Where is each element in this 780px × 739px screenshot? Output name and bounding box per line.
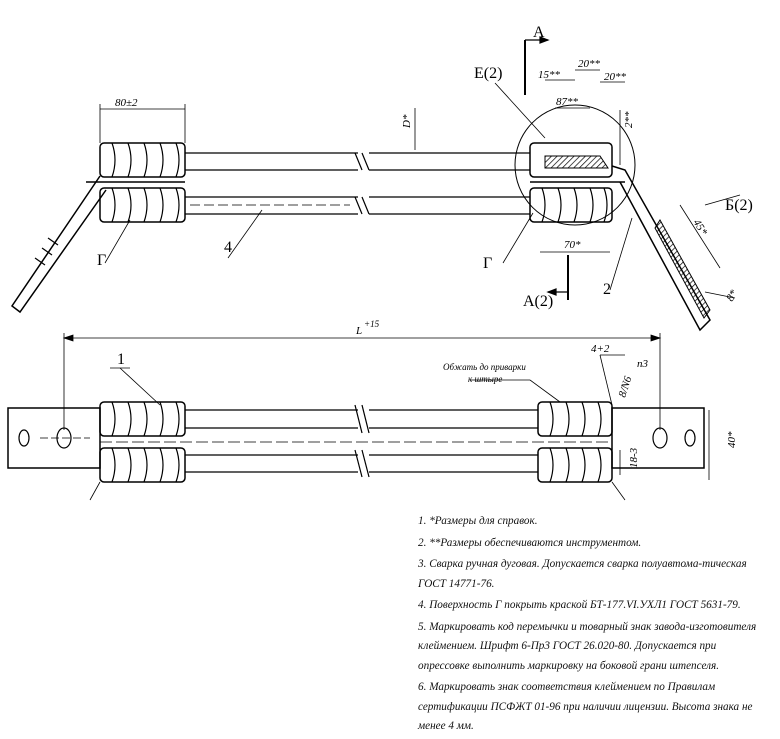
detail-e-label: E(2) [474, 65, 502, 82]
note-6: 6. Маркировать знак соответствия клеймен… [418, 681, 753, 732]
position-1-label: 1 [117, 351, 125, 368]
position-2-label: 2 [603, 281, 611, 298]
dim-weld: 8/N6 [616, 374, 634, 399]
dim-8: 8* [724, 288, 740, 304]
dim-40: 40* [726, 431, 738, 448]
dim-45: 45* [690, 217, 709, 238]
surface-g-label-left: Г [97, 252, 106, 269]
top-view [10, 36, 741, 332]
dim-15: 15** [538, 69, 561, 81]
dim-l-tolerance: +15 [364, 319, 380, 329]
note-4: 4. Поверхность Г покрыть краской БТ-177.… [418, 599, 741, 611]
dim-70: 70* [564, 239, 581, 251]
dim-2: 2** [623, 111, 635, 128]
technical-notes: 1. *Размеры для справок. 2. **Размеры об… [418, 512, 768, 739]
dim-20b: 20** [604, 71, 627, 83]
bottom-crimp-sleeves [89, 401, 626, 501]
view-b-label: Б(2) [725, 197, 753, 214]
left-tail [10, 175, 107, 314]
dim-l: L [355, 325, 362, 337]
surface-g-label-right: Г [483, 255, 492, 272]
section-a-line [524, 36, 569, 300]
left-terminal-plate [7, 407, 101, 469]
top-dimension-lines [99, 69, 736, 299]
note-3: 3. Сварка ручная дуговая. Допускается св… [418, 558, 747, 590]
note-2: 2. **Размеры обеспечиваются инструментом… [418, 536, 642, 549]
leader-lines [104, 82, 741, 291]
right-tail [611, 165, 711, 332]
crimp-note-line1: Обжать до приварки [443, 362, 526, 372]
right-crimp-sleeve [529, 142, 625, 223]
upper-rod [185, 152, 530, 171]
dim-p3: п3 [637, 358, 649, 370]
technical-drawing: A E(2) Б(2) A(2) Г Г 4 2 1 80±2 D* 15** … [7, 24, 753, 501]
crimp-note-line2: к штыре [468, 374, 502, 384]
detail-e-circle [514, 104, 636, 226]
dim-4: 4+2 [591, 343, 610, 355]
right-terminal-plate [611, 407, 705, 469]
dim-20a: 20** [578, 58, 601, 70]
dim-87: 87** [556, 96, 579, 108]
left-crimp-sleeve [86, 142, 186, 223]
view-a2-label: A(2) [523, 293, 553, 310]
dim-18: 18-3 [628, 447, 640, 468]
note-1: 1. *Размеры для справок. [418, 515, 538, 527]
dim-80: 80±2 [115, 97, 138, 109]
position-4-label: 4 [224, 239, 232, 256]
bottom-view [7, 333, 710, 501]
dim-d: D* [401, 114, 413, 129]
view-a-label: A [533, 24, 545, 41]
bottom-rods [185, 404, 538, 478]
lower-rod [185, 196, 530, 215]
note-5: 5. Маркировать код перемычки и товарный … [418, 620, 757, 672]
